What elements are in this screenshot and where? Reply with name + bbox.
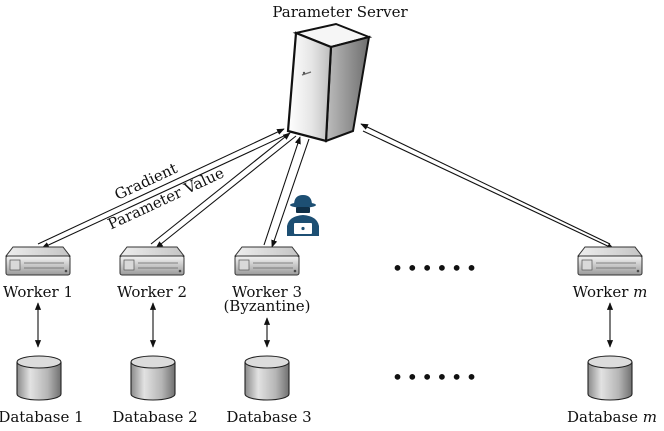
worker-m-label: Worker xyxy=(573,283,634,301)
worker3-parameter-arrow xyxy=(271,138,310,248)
worker1-link xyxy=(37,128,287,249)
workerm-gradient-arrow xyxy=(360,123,611,245)
worker-2: Worker 2 xyxy=(117,246,187,301)
worker-1-label: Worker 1 xyxy=(3,283,73,301)
database-m-variable: m xyxy=(643,408,657,426)
worker2-link xyxy=(150,132,297,249)
database-3-label: Database 3 xyxy=(226,408,311,426)
worker2-gradient-arrow xyxy=(150,132,291,245)
svg-text:Database m: Database m xyxy=(567,408,657,426)
worker3-link xyxy=(263,136,310,248)
worker-3: Worker 3 (Byzantine) xyxy=(223,246,311,315)
svg-text:Worker m: Worker m xyxy=(573,283,648,301)
rack-server-icon xyxy=(5,246,71,276)
workerm-parameter-arrow xyxy=(362,130,615,250)
database-2: Database 2 xyxy=(112,355,198,426)
rack-server-icon xyxy=(119,246,185,276)
worker-1: Worker 1 xyxy=(3,246,73,301)
database-cylinder-icon xyxy=(587,355,633,401)
svg-text:Worker 2: Worker 2 xyxy=(117,283,187,301)
worker-m: Worker m xyxy=(573,246,648,301)
worker1-gradient-arrow xyxy=(37,128,285,245)
rack-server-icon xyxy=(234,246,300,276)
database-cylinder-icon xyxy=(16,355,62,401)
worker3-gradient-arrow xyxy=(263,136,301,246)
tower-server-icon xyxy=(286,22,373,143)
worker1-parameter-arrow xyxy=(41,134,287,249)
svg-text:Database 1: Database 1 xyxy=(0,408,84,426)
svg-text:Worker 3: Worker 3 xyxy=(232,283,302,301)
database-1-label: Database 1 xyxy=(0,408,84,426)
workers-ellipsis: •••••• xyxy=(392,256,481,280)
database-1: Database 1 xyxy=(0,355,84,426)
worker-3-label: Worker 3 xyxy=(232,283,302,301)
worker-m-variable: m xyxy=(633,283,647,301)
worker2-parameter-arrow xyxy=(155,135,297,249)
database-2-label: Database 2 xyxy=(112,408,197,426)
svg-text:Database 3: Database 3 xyxy=(226,408,311,426)
svg-text:Worker 1: Worker 1 xyxy=(3,283,73,301)
rack-server-icon xyxy=(577,246,643,276)
svg-text:Database 2: Database 2 xyxy=(112,408,197,426)
database-3: Database 3 xyxy=(226,355,312,426)
worker-2-label: Worker 2 xyxy=(117,283,187,301)
databases-ellipsis: •••••• xyxy=(392,365,481,389)
database-m: Database m xyxy=(567,355,657,426)
database-m-label: Database xyxy=(567,408,643,426)
database-cylinder-icon xyxy=(130,355,176,401)
worker-3-note: (Byzantine) xyxy=(223,297,310,315)
hacker-icon xyxy=(287,195,319,236)
database-cylinder-icon xyxy=(244,355,290,401)
server-label: Parameter Server xyxy=(272,3,408,21)
workerm-link xyxy=(360,123,615,250)
